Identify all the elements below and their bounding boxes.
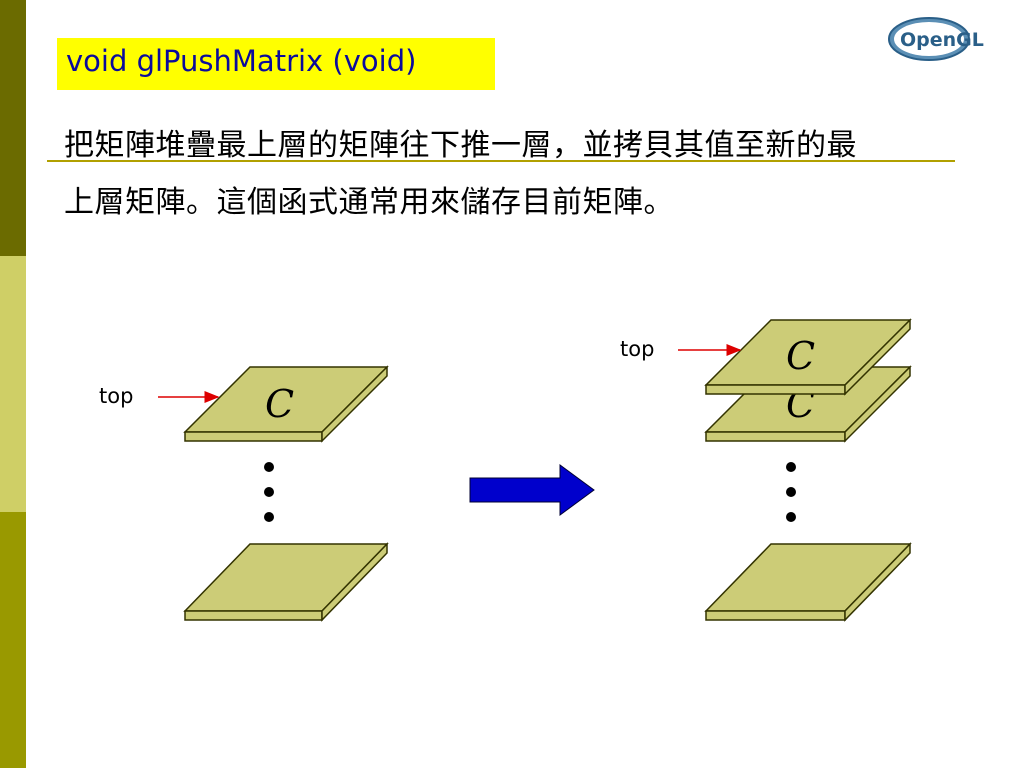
after-bottom-plate	[704, 542, 912, 622]
after-top-plate-label: C	[786, 334, 815, 378]
side-bar-middle	[0, 256, 26, 512]
before-top-plate: C	[183, 365, 389, 443]
opengl-logo: OpenGL	[888, 17, 984, 61]
after-top-plate: C	[704, 318, 912, 396]
description-line-2: 上層矩陣。這個函式通常用來儲存目前矩陣。	[64, 185, 674, 220]
description-line-1: 把矩陣堆疊最上層的矩陣往下推一層，並拷貝其值至新的最	[64, 128, 857, 163]
title-underline	[47, 160, 955, 162]
side-bar-top	[0, 0, 26, 256]
side-bar-bottom	[0, 512, 26, 768]
before-top-label: top	[99, 384, 134, 408]
before-bottom-plate	[183, 542, 389, 622]
after-top-label: top	[620, 337, 655, 361]
title-highlight	[57, 38, 495, 90]
logo-text: OpenGL	[900, 29, 984, 51]
after-ellipsis-dots	[786, 462, 796, 522]
transition-arrow	[469, 464, 595, 516]
slide-title: void glPushMatrix (void)	[66, 44, 417, 78]
before-ellipsis-dots	[264, 462, 274, 522]
before-top-plate-label: C	[265, 382, 294, 426]
